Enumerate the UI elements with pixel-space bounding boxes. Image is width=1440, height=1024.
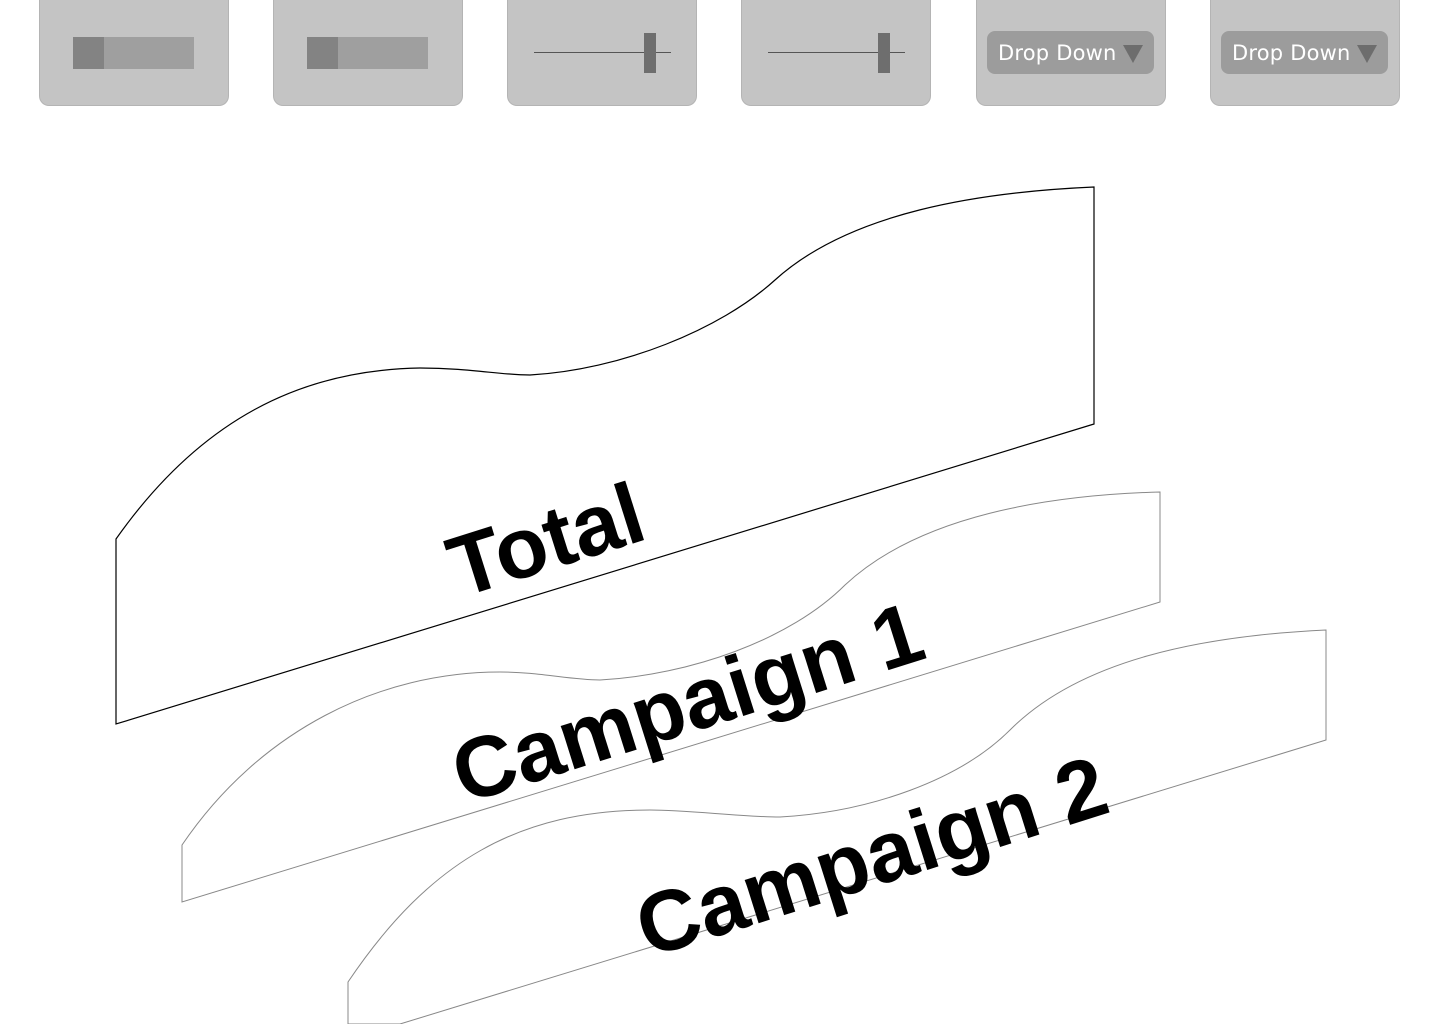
slider-thumb-2[interactable] xyxy=(878,33,891,73)
dropdown-panel-2: Drop Down xyxy=(1210,0,1400,106)
dropdown-2[interactable]: Drop Down xyxy=(1221,31,1388,74)
toggle-switch-2[interactable] xyxy=(307,37,428,69)
band-total[interactable] xyxy=(115,186,1095,725)
toggle-knob-2[interactable] xyxy=(307,37,338,69)
band-campaign-1[interactable] xyxy=(181,491,1161,903)
slider-track-1[interactable] xyxy=(534,52,671,53)
toggle-knob-1[interactable] xyxy=(73,37,104,69)
slider-track-2[interactable] xyxy=(768,52,905,53)
slider-panel-2 xyxy=(741,0,931,106)
slider-thumb-1[interactable] xyxy=(644,33,657,73)
dropdown-panel-1: Drop Down xyxy=(976,0,1166,106)
band-campaign-2[interactable] xyxy=(347,629,1327,1024)
dropdown-1[interactable]: Drop Down xyxy=(987,31,1154,74)
slider-panel-1 xyxy=(507,0,697,106)
triangle-down-icon xyxy=(1357,45,1377,63)
triangle-down-icon xyxy=(1123,45,1143,63)
toggle-panel-1 xyxy=(39,0,229,106)
toggle-panel-2 xyxy=(273,0,463,106)
dropdown-label-2: Drop Down xyxy=(1232,40,1351,65)
dropdown-label-1: Drop Down xyxy=(998,40,1117,65)
toggle-switch-1[interactable] xyxy=(73,37,194,69)
